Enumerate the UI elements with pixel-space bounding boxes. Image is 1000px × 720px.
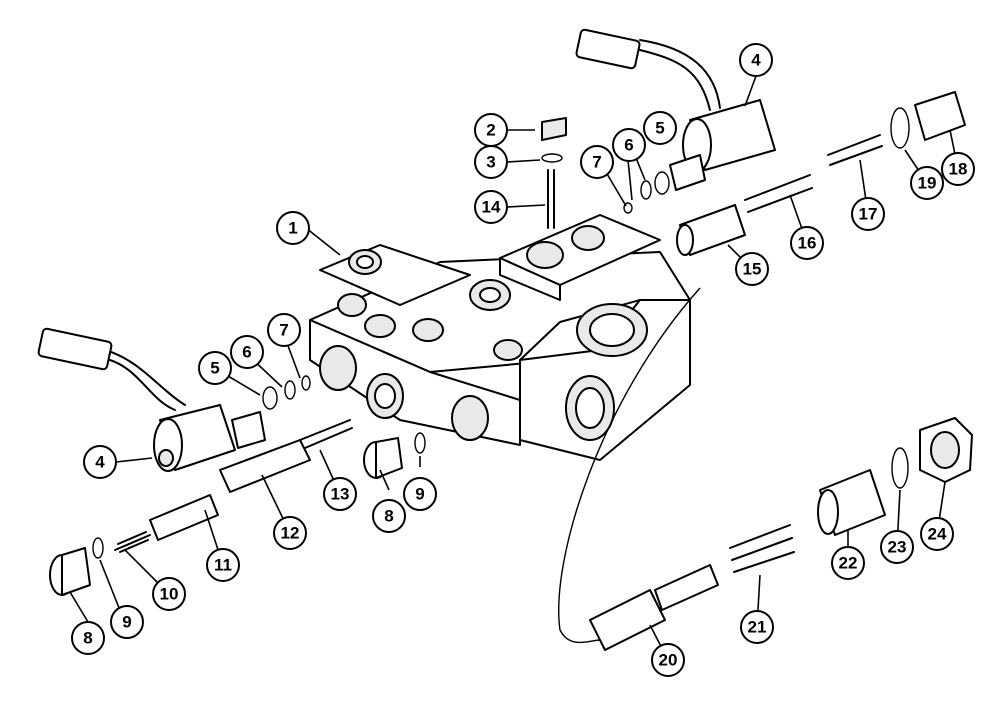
callout-6-right: 6: [612, 128, 646, 162]
valve-body: [309, 214, 691, 461]
svg-text:6: 6: [624, 136, 633, 155]
svg-text:7: 7: [592, 153, 601, 172]
svg-text:23: 23: [888, 538, 907, 557]
svg-text:7: 7: [279, 321, 288, 340]
svg-text:22: 22: [839, 554, 858, 573]
callout-17: 17: [851, 197, 885, 231]
svg-text:4: 4: [751, 51, 761, 70]
relief-valve-assembly: [558, 287, 973, 651]
callout-15: 15: [735, 252, 769, 286]
svg-text:1: 1: [288, 219, 297, 238]
svg-text:12: 12: [281, 524, 300, 543]
spool-assembly: [114, 419, 353, 553]
callout-12: 12: [273, 516, 307, 550]
callout-6-left: 6: [230, 335, 264, 369]
callout-4-right: 4: [739, 43, 773, 77]
callout-7-left: 7: [267, 313, 301, 347]
callout-19: 19: [910, 166, 944, 200]
callout-9-lower: 9: [110, 605, 144, 639]
callout-2: 2: [474, 113, 508, 147]
callout-22: 22: [831, 546, 865, 580]
solenoid-coil-right: [575, 28, 776, 191]
callout-21: 21: [740, 610, 774, 644]
o-rings-left: [262, 375, 311, 410]
callout-4-left: 4: [83, 445, 117, 479]
callout-11: 11: [206, 548, 240, 582]
plug-center: [363, 432, 426, 479]
leader-lines: [69, 75, 959, 661]
callout-20: 20: [651, 643, 685, 677]
o-rings-right: [623, 107, 910, 214]
svg-text:6: 6: [242, 343, 251, 362]
callout-9-center: 9: [403, 477, 437, 511]
plug-top: [541, 117, 567, 229]
callout-23: 23: [880, 530, 914, 564]
svg-text:18: 18: [949, 160, 968, 179]
callout-16: 16: [790, 226, 824, 260]
svg-text:11: 11: [214, 556, 232, 575]
svg-text:9: 9: [415, 485, 424, 504]
callout-10: 10: [152, 577, 186, 611]
callout-5-right: 5: [643, 111, 677, 145]
svg-text:4: 4: [95, 453, 105, 472]
callout-1: 1: [276, 211, 310, 245]
svg-text:8: 8: [384, 507, 393, 526]
callout-7-right: 7: [580, 145, 614, 179]
callout-5-left: 5: [198, 351, 232, 385]
svg-text:14: 14: [482, 198, 501, 217]
svg-text:24: 24: [928, 525, 947, 544]
svg-text:21: 21: [748, 618, 767, 637]
sleeve-and-springs-right: [676, 91, 966, 256]
svg-text:15: 15: [743, 260, 762, 279]
svg-text:5: 5: [210, 359, 219, 378]
plug-left-lower: [49, 537, 104, 596]
callout-13: 13: [323, 477, 357, 511]
svg-text:9: 9: [122, 613, 131, 632]
callout-3: 3: [474, 145, 508, 179]
svg-text:19: 19: [918, 174, 937, 193]
svg-text:17: 17: [859, 205, 878, 224]
svg-text:3: 3: [486, 153, 495, 172]
svg-text:8: 8: [83, 629, 92, 648]
svg-text:10: 10: [160, 585, 179, 604]
callout-14: 14: [474, 190, 508, 224]
svg-text:2: 2: [486, 121, 495, 140]
callout-8-center: 8: [372, 499, 406, 533]
svg-text:20: 20: [659, 651, 678, 670]
callout-8-lower: 8: [71, 621, 105, 655]
callout-18: 18: [941, 152, 975, 186]
solenoid-coil-left: [37, 327, 266, 472]
svg-text:13: 13: [331, 485, 350, 504]
callout-24: 24: [920, 517, 954, 551]
svg-text:5: 5: [655, 119, 664, 138]
svg-text:16: 16: [798, 234, 817, 253]
